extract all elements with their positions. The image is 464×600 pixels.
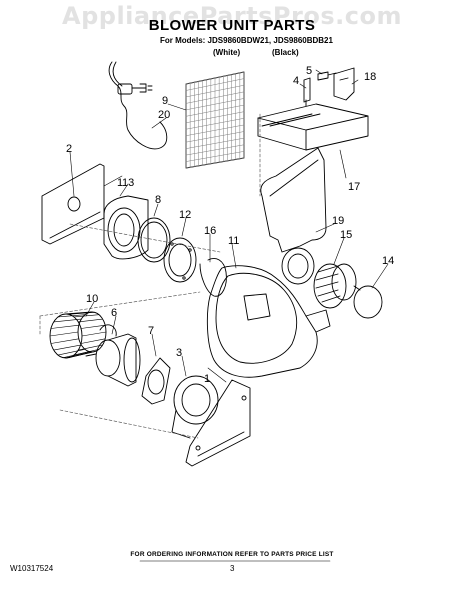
callout-label: 6 (111, 307, 117, 319)
part-power-cord (108, 61, 168, 150)
assembly-lines (39, 113, 261, 439)
callout-labels: 1 1 2 3 4 5 6 7 8 9 10 11 12 13 14 15 16… (66, 65, 394, 385)
wheel-blade (68, 311, 95, 315)
screen-hatch-line (185, 71, 245, 85)
screen-hatch-line (185, 157, 245, 169)
wheel-blade (57, 348, 86, 356)
part-motor-mount (141, 357, 171, 405)
wheel-blade (80, 324, 106, 329)
wheel-blade (50, 324, 80, 329)
screen-hatch-line (185, 137, 245, 149)
part-ring (163, 237, 197, 283)
part-blower-wheel (49, 311, 107, 359)
part-coupling (313, 263, 357, 309)
screen-hatch-line (185, 118, 245, 130)
part-blower-housing (206, 265, 331, 378)
part-sensor (303, 77, 311, 107)
callout-label: 8 (155, 194, 161, 206)
color-black-label: (Black) (272, 48, 299, 57)
wheel-blade (73, 314, 100, 318)
callout-label: 2 (66, 143, 72, 155)
document-number: W10317524 (10, 564, 54, 573)
callout-label: 13 (122, 177, 134, 189)
screen-hatch-line (185, 131, 245, 143)
callout-label: 1 (204, 373, 210, 385)
part-seal (137, 217, 171, 263)
part-clamp (353, 285, 383, 319)
wheel-blade (62, 311, 90, 315)
part-heater-box (257, 103, 369, 151)
callout-label: 7 (148, 325, 154, 337)
part-rear-bracket (185, 379, 251, 467)
part-left-bracket (41, 163, 105, 245)
callout-label: 19 (332, 215, 344, 227)
callout-label: 15 (340, 229, 352, 241)
callout-label: 11 (228, 235, 239, 247)
wheel-blade (50, 338, 80, 344)
callout-label: 9 (162, 95, 168, 107)
page-number: 3 (230, 564, 235, 573)
wheel-blade (68, 351, 95, 359)
wheel-blade (78, 318, 103, 323)
part-screen (185, 71, 245, 169)
part-bracket (333, 67, 355, 101)
models-line: For Models: JDS9860BDW21, JDS9860BDB21 (160, 36, 333, 45)
wheel-blade (81, 331, 107, 337)
screen-hatch-line (185, 91, 245, 104)
wheel-blade (53, 318, 82, 323)
part-seal-ring (199, 258, 227, 297)
wheel-blade (57, 314, 86, 318)
ordering-note: FOR ORDERING INFORMATION REFER TO PARTS … (130, 551, 334, 558)
part-motor-bracket (171, 375, 219, 439)
callout-label: 14 (382, 255, 394, 267)
screen-hatch-line (185, 151, 245, 162)
screen-hatch-line (185, 144, 245, 156)
callout-label: 17 (348, 181, 360, 193)
screen-hatch-line (185, 98, 245, 111)
screen-hatch-line (185, 84, 245, 98)
callout-label: 5 (306, 65, 312, 77)
page-title: BLOWER UNIT PARTS (148, 17, 316, 34)
wheel-blade (49, 331, 79, 337)
leader-lines (69, 69, 389, 383)
screen-hatch-line (185, 111, 245, 124)
part-duct (260, 147, 327, 285)
callout-label: 4 (293, 75, 299, 87)
screen-hatch-line (185, 124, 245, 136)
part-motor (85, 324, 141, 387)
color-white-label: (White) (213, 48, 241, 57)
wheel-blade (78, 344, 103, 351)
callout-label: 3 (176, 347, 182, 359)
callout-label: 12 (179, 209, 191, 221)
wheel-blade (53, 344, 82, 351)
wheel-blade (62, 351, 90, 359)
part-front-plate (103, 195, 149, 260)
callout-label: 20 (158, 109, 170, 121)
wheel-blade (80, 338, 106, 344)
callout-label: 10 (86, 293, 98, 305)
callout-label: 18 (364, 71, 376, 83)
screen-hatch-line (185, 78, 245, 91)
callout-label: 1 (117, 177, 123, 189)
screen-hatch-line (185, 104, 245, 117)
callout-label: 16 (204, 225, 216, 237)
watermark: AppliancePartsPros.com (62, 2, 402, 30)
